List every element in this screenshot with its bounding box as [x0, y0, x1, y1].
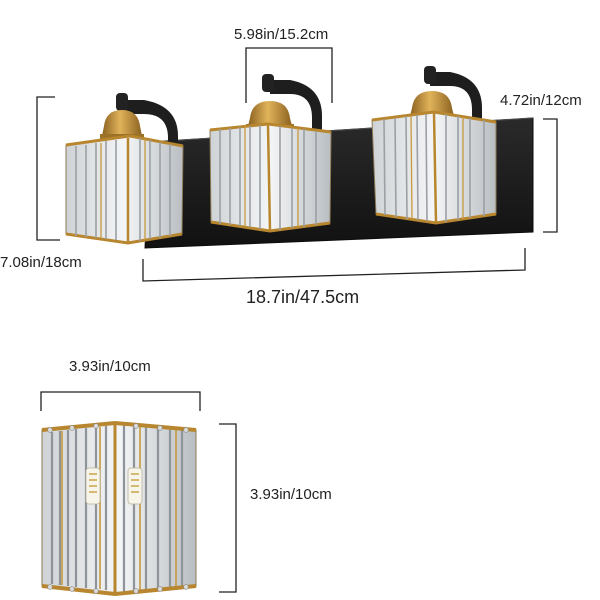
dimension-depth: 4.72in/12cm — [500, 92, 582, 109]
total-length-bracket — [142, 248, 526, 282]
shade-width-bracket — [40, 391, 201, 411]
shade-body — [41, 422, 197, 595]
dimension-lines — [36, 47, 558, 282]
height-bracket — [36, 96, 60, 241]
sconce-middle — [209, 74, 332, 233]
sconce-right — [371, 66, 497, 225]
arm-knob — [116, 93, 128, 111]
shade-dimension-lines — [40, 391, 237, 593]
sconce-left — [65, 93, 184, 245]
brass-cap — [102, 110, 142, 136]
dimension-shade-width: 3.93in/10cm — [69, 358, 151, 375]
arm-knob — [262, 74, 274, 92]
crystal-shade — [371, 110, 497, 225]
shade-height-bracket — [219, 423, 237, 593]
dimension-single-width: 5.98in/15.2cm — [234, 26, 329, 43]
dimension-height: 7.08in/18cm — [0, 254, 82, 271]
width-bracket — [245, 47, 333, 103]
dimension-shade-height: 3.93in/10cm — [250, 486, 332, 503]
crystal-shade — [209, 122, 332, 233]
brass-cap — [248, 101, 292, 126]
dimension-total-length: 18.7in/47.5cm — [246, 287, 360, 307]
sconce-arm — [270, 80, 322, 134]
arm-knob — [424, 66, 436, 84]
shade-detail — [41, 420, 197, 597]
depth-bracket — [543, 118, 558, 233]
sconce-arm — [124, 100, 178, 146]
sconce-arm — [430, 72, 482, 122]
brass-cap — [410, 91, 454, 116]
crystal-shade — [65, 134, 184, 245]
